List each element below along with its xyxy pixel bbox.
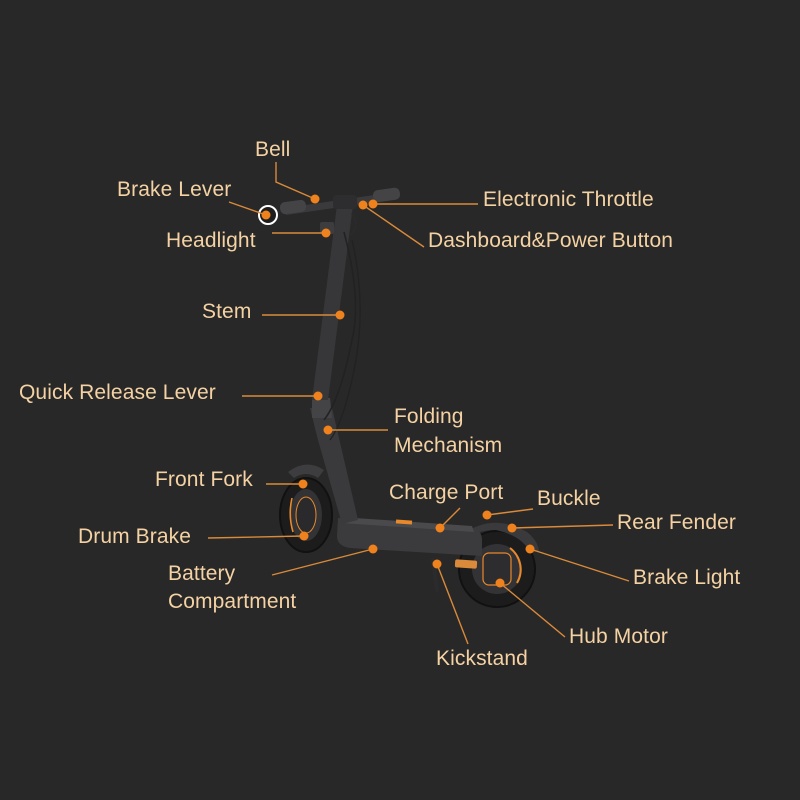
label-kickstand: Kickstand bbox=[436, 647, 528, 670]
marker-headlight bbox=[321, 228, 331, 238]
label-battery-compartment-line2: Compartment bbox=[168, 590, 297, 613]
label-front-fork: Front Fork bbox=[155, 468, 253, 491]
label-folding-mechanism-line2: Mechanism bbox=[394, 434, 503, 457]
steering-neck bbox=[310, 408, 358, 524]
leader-line-bell bbox=[275, 162, 316, 200]
marker-buckle bbox=[482, 510, 492, 520]
marker-quick-release-lever bbox=[313, 391, 323, 401]
marker-stem bbox=[335, 310, 345, 320]
leader-line-dashboard-power-button bbox=[362, 204, 425, 248]
leader-line-rear-fender bbox=[511, 524, 614, 529]
marker-battery-compartment bbox=[368, 544, 378, 554]
marker-brake-light bbox=[525, 544, 535, 554]
front-fork-shape bbox=[288, 464, 324, 478]
marker-dashboard-power-button bbox=[358, 200, 368, 210]
label-dashboard-power-button: Dashboard&Power Button bbox=[428, 229, 674, 252]
label-brake-lever: Brake Lever bbox=[117, 178, 232, 201]
leader-line-buckle bbox=[486, 508, 534, 516]
label-folding-mechanism-line1: Folding bbox=[394, 405, 464, 428]
leader-line-kickstand bbox=[436, 563, 469, 645]
leader-line-battery-compartment bbox=[271, 548, 374, 576]
label-hub-motor: Hub Motor bbox=[569, 625, 668, 648]
marker-front-fork bbox=[298, 479, 308, 489]
scooter bbox=[258, 187, 539, 608]
marker-rear-fender bbox=[507, 523, 517, 533]
leader-line-hub-motor bbox=[499, 582, 566, 638]
leader-line-charge-port bbox=[439, 507, 461, 529]
front-wheel bbox=[279, 477, 333, 553]
marker-hub-motor bbox=[495, 578, 505, 588]
leader-line-brake-lever bbox=[228, 201, 267, 216]
label-stem: Stem bbox=[202, 300, 252, 323]
marker-brake-lever bbox=[261, 210, 271, 220]
label-headlight: Headlight bbox=[166, 229, 256, 252]
stem-shape bbox=[312, 205, 353, 400]
leader-line-drum-brake bbox=[207, 535, 305, 539]
marker-electronic-throttle bbox=[368, 199, 378, 209]
callout-markers bbox=[261, 194, 535, 588]
marker-folding-mechanism bbox=[323, 425, 333, 435]
leader-line-brake-light bbox=[529, 548, 630, 582]
label-bell: Bell bbox=[255, 138, 291, 161]
label-battery-compartment-line1: Battery bbox=[168, 562, 236, 585]
marker-kickstand bbox=[432, 559, 442, 569]
rear-fender-shape bbox=[462, 522, 539, 553]
label-drum-brake: Drum Brake bbox=[78, 525, 192, 548]
marker-bell bbox=[310, 194, 320, 204]
label-electronic-throttle: Electronic Throttle bbox=[483, 188, 654, 211]
label-brake-light: Brake Light bbox=[633, 566, 741, 589]
marker-charge-port bbox=[435, 523, 445, 533]
handlebar bbox=[279, 187, 401, 237]
label-quick-release-lever: Quick Release Lever bbox=[19, 381, 216, 404]
leader-lines bbox=[207, 162, 630, 645]
label-charge-port: Charge Port bbox=[389, 481, 504, 504]
marker-drum-brake bbox=[299, 531, 309, 541]
label-rear-fender: Rear Fender bbox=[617, 511, 736, 534]
label-buckle: Buckle bbox=[537, 487, 601, 510]
